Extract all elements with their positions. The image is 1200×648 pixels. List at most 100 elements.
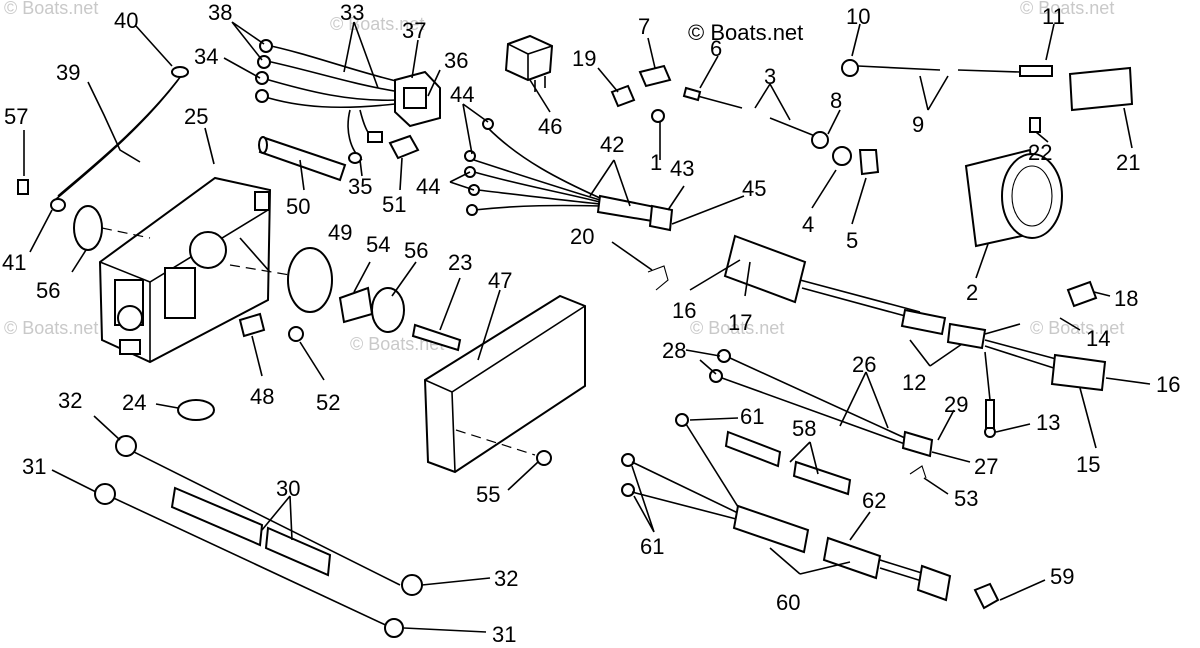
- callout-26: 26: [852, 352, 876, 377]
- callout-36: 36: [444, 48, 468, 73]
- callout-41: 41: [2, 250, 26, 275]
- callout-5: 5: [846, 228, 858, 253]
- part-54-spacer: [338, 286, 374, 324]
- watermark-top-left: © Boats.net: [4, 0, 98, 18]
- callout-38: 38: [208, 0, 232, 25]
- callout-32-left: 32: [58, 388, 82, 413]
- part-60-harness: [621, 413, 1000, 610]
- callout-21: 21: [1116, 150, 1140, 175]
- callout-49: 49: [328, 220, 352, 245]
- callout-30: 30: [276, 476, 300, 501]
- callout-16-right: 16: [1156, 372, 1180, 397]
- part-20-clip: [647, 265, 669, 291]
- callout-47: 47: [488, 268, 512, 293]
- callout-34: 34: [194, 44, 218, 69]
- part-49-grommet: [287, 247, 333, 313]
- part-39-ground-wire: [17, 66, 189, 212]
- callout-61-top: 61: [740, 404, 764, 429]
- callout-55: 55: [476, 482, 500, 507]
- callout-50: 50: [286, 194, 310, 219]
- callout-19: 19: [572, 46, 596, 71]
- leader-lines: [23, 21, 1151, 633]
- callout-31-right: 31: [492, 622, 516, 647]
- callout-7: 7: [638, 14, 650, 39]
- callout-48: 48: [250, 384, 274, 409]
- part-52-screw: [288, 326, 304, 342]
- callout-37: 37: [402, 18, 426, 43]
- part-21-boot: [1068, 66, 1134, 112]
- part-9-lead: [841, 59, 1053, 77]
- callout-29: 29: [944, 392, 968, 417]
- part-47-cover: [423, 294, 586, 474]
- callout-22: 22: [1028, 140, 1052, 165]
- part-23-bolt: [411, 323, 462, 352]
- callout-6: 6: [710, 36, 722, 61]
- callout-4: 4: [802, 212, 814, 237]
- part-33-harness: [255, 39, 441, 164]
- callout-27: 27: [974, 454, 998, 479]
- part-51-connector: [388, 134, 420, 160]
- part-7-plug: [638, 64, 672, 88]
- part-26-harness: [709, 349, 934, 479]
- callout-14: 14: [1086, 326, 1110, 351]
- part-24-clamp: [177, 399, 215, 421]
- callout-44-top: 44: [450, 82, 474, 107]
- callout-62: 62: [862, 488, 886, 513]
- part-48-bracket: [238, 312, 266, 338]
- callout-25: 25: [184, 104, 208, 129]
- part-22-pin: [1029, 117, 1041, 133]
- part-42-harness: [464, 118, 674, 232]
- callout-39: 39: [56, 60, 80, 85]
- callout-9: 9: [912, 112, 924, 137]
- callout-13: 13: [1036, 410, 1060, 435]
- callout-58: 58: [792, 416, 816, 441]
- callout-56-left: 56: [36, 278, 60, 303]
- callout-60: 60: [776, 590, 800, 615]
- callout-52: 52: [316, 390, 340, 415]
- callout-56-right: 56: [404, 238, 428, 263]
- callout-1: 1: [650, 150, 662, 175]
- part-56-washer: [371, 287, 405, 333]
- callout-33: 33: [340, 0, 364, 25]
- callout-3: 3: [764, 64, 776, 89]
- part-55-screw: [536, 450, 552, 466]
- part-2-gauge: [964, 148, 1063, 248]
- callout-10: 10: [846, 4, 870, 29]
- part-17-cable: [723, 234, 1107, 438]
- part-56-left-grommet: [73, 205, 103, 251]
- callout-20: 20: [570, 224, 594, 249]
- part-25-control-box: [98, 176, 272, 364]
- callout-61-bottom: 61: [640, 534, 664, 559]
- callout-17: 17: [728, 310, 752, 335]
- callout-31-left: 31: [22, 454, 46, 479]
- callout-35: 35: [348, 174, 372, 199]
- callout-46: 46: [538, 114, 562, 139]
- callout-8: 8: [830, 88, 842, 113]
- callout-42: 42: [600, 132, 624, 157]
- callout-57: 57: [4, 104, 28, 129]
- callout-51: 51: [382, 192, 406, 217]
- part-46-relay: [504, 34, 554, 92]
- callout-24: 24: [122, 390, 146, 415]
- part-30-harness: [94, 435, 423, 638]
- callout-40: 40: [114, 8, 138, 33]
- callout-54: 54: [366, 232, 390, 257]
- callout-32-right: 32: [494, 566, 518, 591]
- callout-15: 15: [1076, 452, 1100, 477]
- copyright-text: © Boats.net: [688, 20, 803, 45]
- watermark-top-center: © Boats.net: [330, 14, 424, 34]
- part-50-tube: [258, 136, 347, 182]
- callout-59: 59: [1050, 564, 1074, 589]
- callout-43: 43: [670, 156, 694, 181]
- callout-45: 45: [742, 176, 766, 201]
- callout-23: 23: [448, 250, 472, 275]
- callout-18: 18: [1114, 286, 1138, 311]
- part-3-lead: [682, 86, 880, 176]
- watermark-top-right: © Boats.net: [1020, 0, 1114, 18]
- callout-28: 28: [662, 338, 686, 363]
- callout-12: 12: [902, 370, 926, 395]
- callout-16: 16: [672, 298, 696, 323]
- watermark-mid-right: © Boats.net: [690, 318, 784, 338]
